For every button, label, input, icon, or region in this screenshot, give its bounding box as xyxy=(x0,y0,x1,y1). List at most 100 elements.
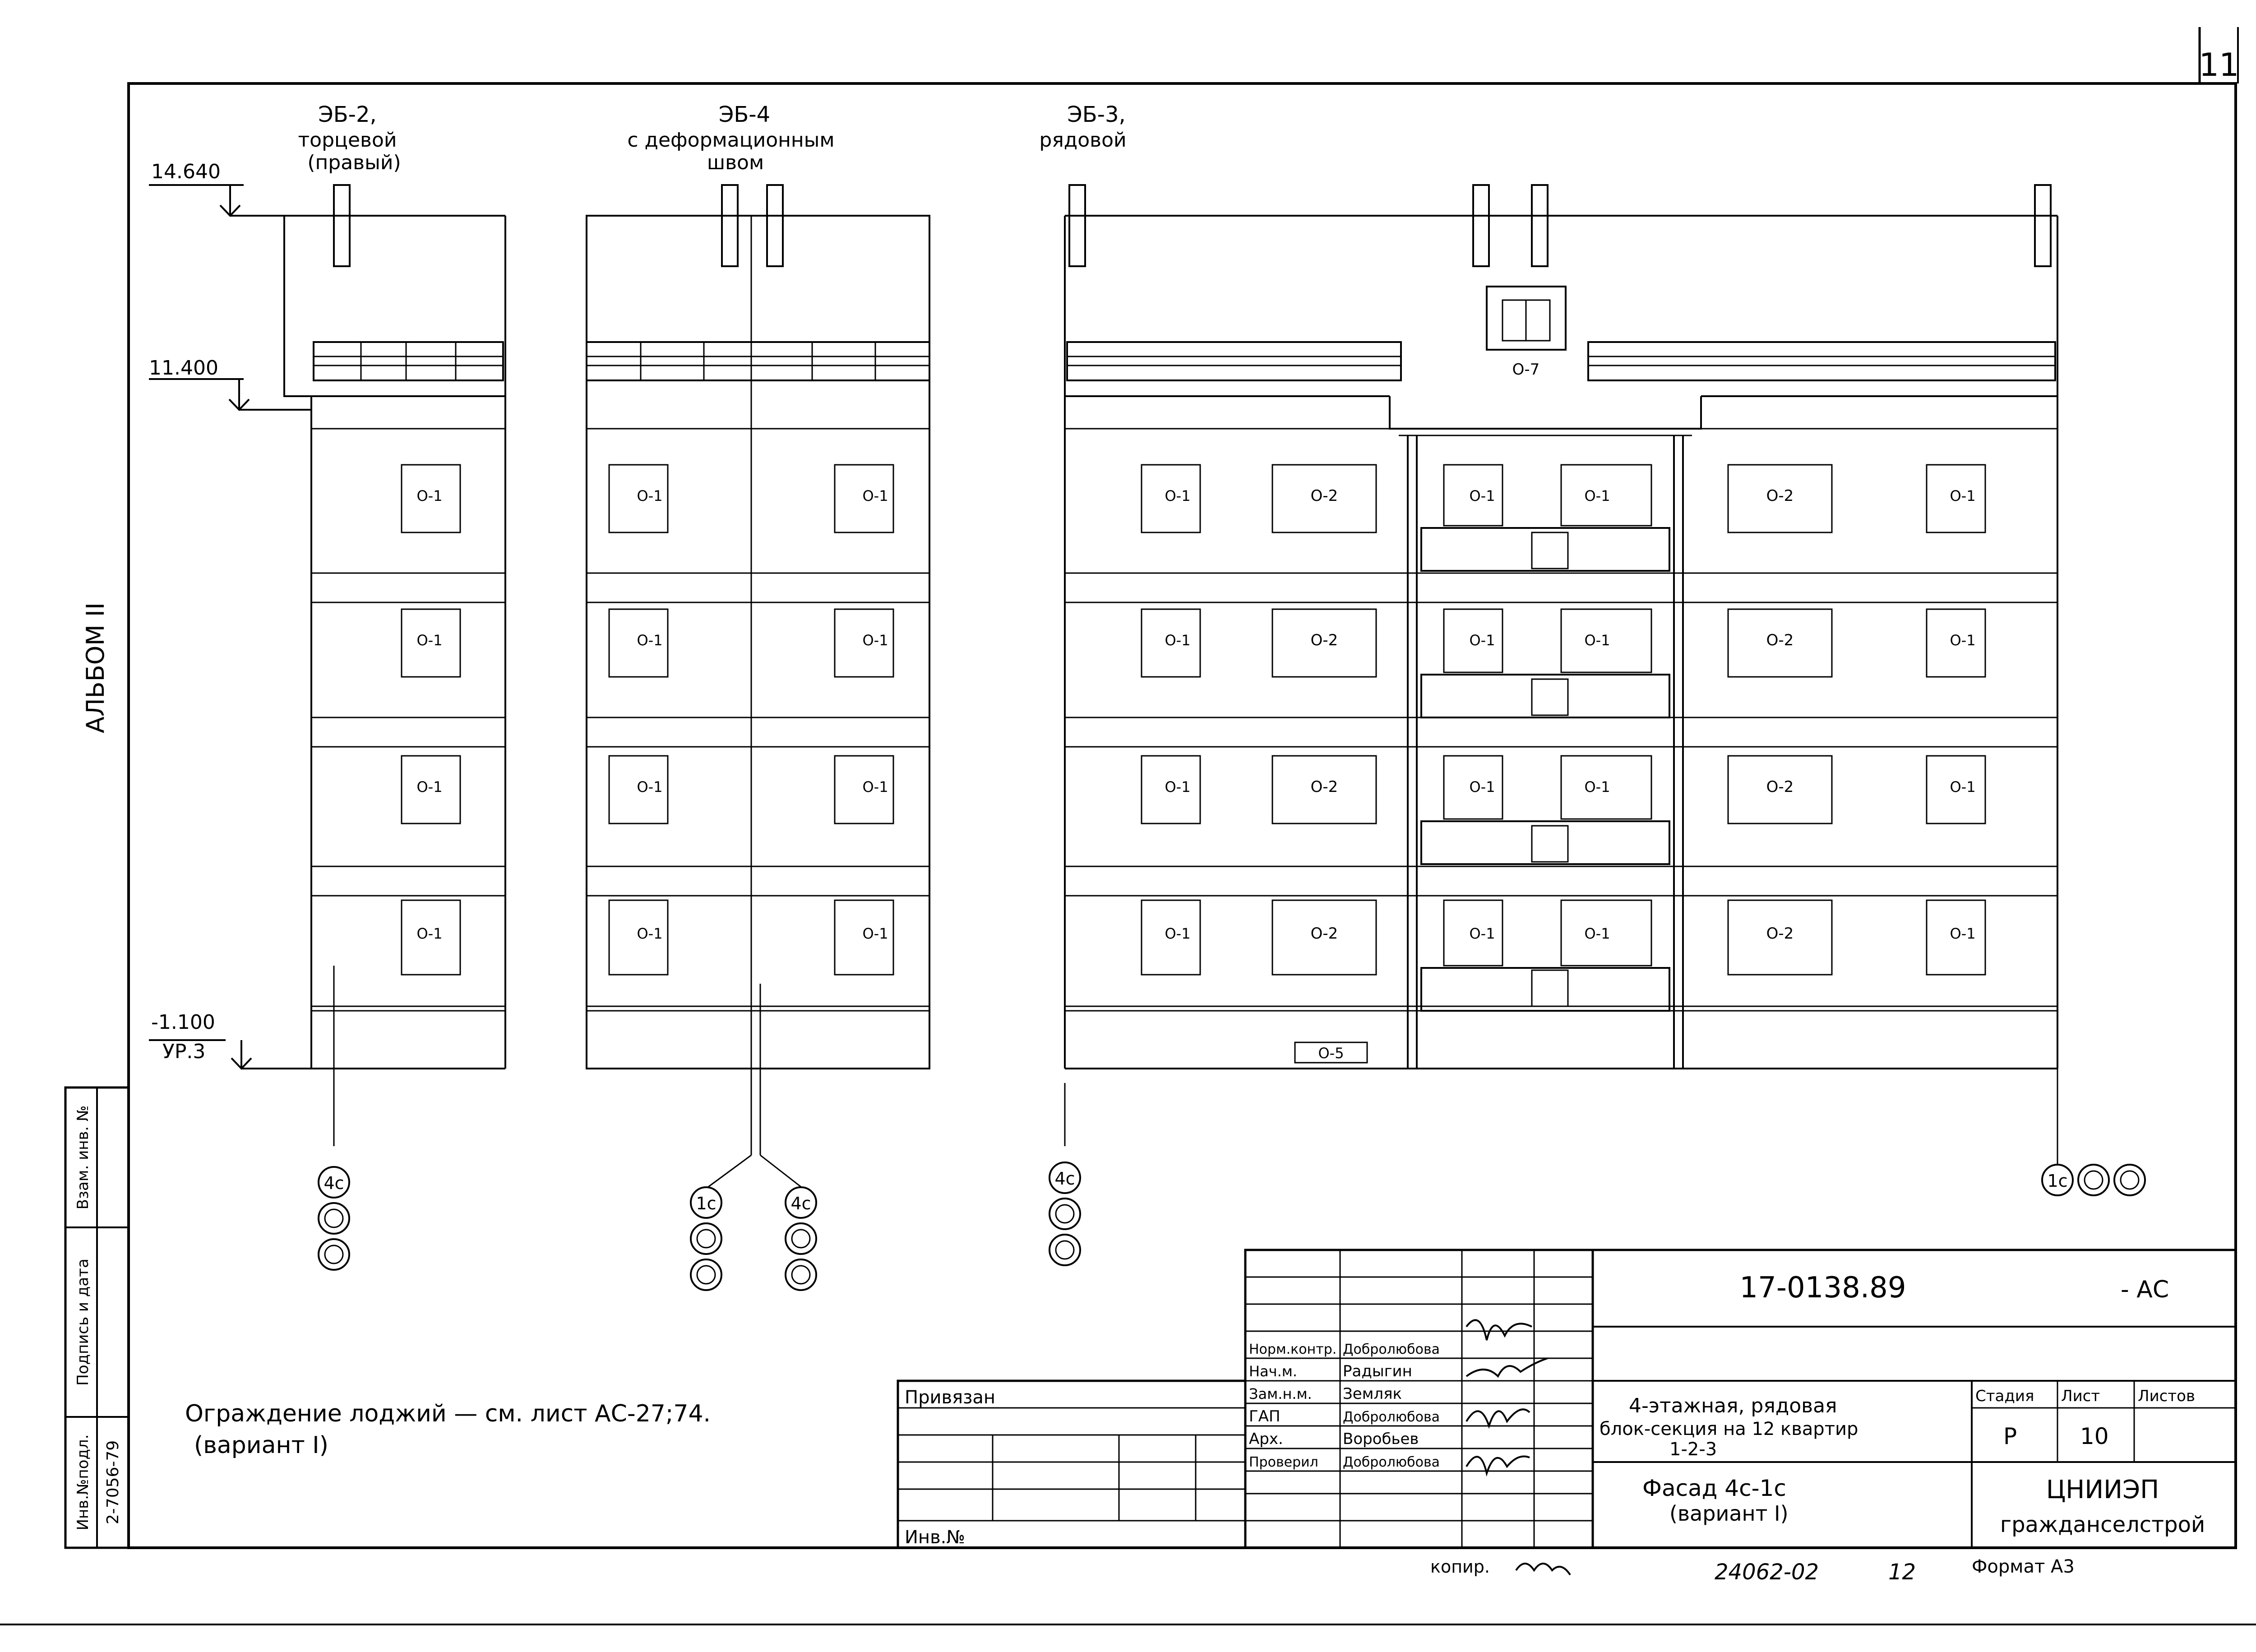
window-mark: О-1 xyxy=(1165,925,1190,942)
axis-label: 4с xyxy=(324,1173,344,1193)
sheet-title: Фасад 4с-1с xyxy=(1642,1475,1786,1501)
vzam-inv-label: Взам. инв. № xyxy=(74,1106,92,1210)
section-1-line3: (правый) xyxy=(307,151,401,174)
stage-value: Р xyxy=(2003,1423,2017,1449)
window-mark: О-2 xyxy=(1766,487,1794,505)
left-stamp: Взам. инв. № Подпись и дата Инв.№подл. 2… xyxy=(64,1086,130,1549)
role-name: Добролюбова xyxy=(1343,1342,1440,1357)
section-3-line2: рядовой xyxy=(1039,129,1126,152)
window-mark: О-1 xyxy=(1950,487,1975,504)
window-mark: О-1 xyxy=(637,632,662,649)
sheet-no-value: 10 xyxy=(2080,1423,2109,1449)
note-line-2: (вариант I) xyxy=(194,1432,328,1459)
window-mark: О-1 xyxy=(1950,778,1975,796)
window-mark: О-2 xyxy=(1311,631,1338,649)
org-name-1: ЦНИИЭП xyxy=(2046,1475,2159,1504)
role-label: Зам.н.м. xyxy=(1249,1385,1312,1402)
section-2-facade: О-1 О-1 О-1 О-1 О-1 О-1 О-1 О-1 1с 4с xyxy=(586,184,930,1291)
window-mark: О-1 xyxy=(1584,487,1610,504)
role-label: Нач.м. xyxy=(1249,1363,1297,1380)
archive-sheet: 12 xyxy=(1888,1559,1916,1585)
role-name: Добролюбова xyxy=(1343,1409,1440,1425)
signature xyxy=(1465,1408,1530,1429)
axis-label: 1с xyxy=(2047,1171,2067,1191)
desc-line-1: 4-этажная, рядовая xyxy=(1629,1394,1837,1417)
window-mark: О-2 xyxy=(1766,778,1794,796)
window-mark: О-2 xyxy=(1766,925,1794,943)
role-label: Арх. xyxy=(1249,1430,1283,1448)
role-label: ГАП xyxy=(1249,1407,1281,1425)
section-1-facade: О-1 О-1 О-1 О-1 4с xyxy=(283,184,506,1271)
level-markers: 14.640 11.400 -1.100 УР.3 xyxy=(149,160,505,1070)
level-mid: 11.400 xyxy=(149,356,218,379)
window-mark: О-1 xyxy=(1584,925,1610,942)
axis-label: 4с xyxy=(1054,1169,1075,1189)
doc-suffix: - АС xyxy=(2121,1276,2169,1303)
window-mark: О-1 xyxy=(1469,632,1495,649)
dormer-mark: О-7 xyxy=(1512,361,1540,379)
sheet-label: Лист xyxy=(2061,1387,2100,1405)
window-mark: О-1 xyxy=(862,487,888,504)
stage-label: Стадия xyxy=(1975,1387,2034,1405)
window-mark: О-1 xyxy=(637,925,662,942)
window-mark: О-1 xyxy=(862,632,888,649)
section-3-facade: О-7 xyxy=(1049,184,2146,1266)
window-mark: О-1 xyxy=(862,925,888,942)
level-ground: УР.3 xyxy=(162,1040,205,1063)
window-mark: О-1 xyxy=(862,778,888,796)
window-mark: О-1 xyxy=(1469,925,1495,942)
signature xyxy=(1465,1455,1530,1477)
window-mark: О-1 xyxy=(1469,487,1495,504)
section-1-line2: торцевой xyxy=(298,129,397,152)
page-number: 11 xyxy=(2199,46,2239,83)
role-name: Добролюбова xyxy=(1343,1454,1440,1470)
album-label: АЛЬБОМ II xyxy=(81,602,110,733)
section-1-code: ЭБ-2, xyxy=(318,102,377,127)
window-mark: О-1 xyxy=(1165,632,1190,649)
section-3-code: ЭБ-3, xyxy=(1067,102,1126,127)
role-name: Земляк xyxy=(1343,1385,1402,1403)
window-mark: О-2 xyxy=(1766,631,1794,649)
signature xyxy=(1465,1319,1532,1341)
note-line-1: Ограждение лоджий — см. лист АС-27;74. xyxy=(185,1400,711,1427)
window-mark: О-1 xyxy=(1165,487,1190,504)
archive-number: 24062-02 xyxy=(1715,1559,1819,1585)
window-mark: О-1 xyxy=(1584,632,1610,649)
window-mark: О-2 xyxy=(1311,778,1338,796)
window-mark: О-1 xyxy=(1950,632,1975,649)
inv-label: Инв.№подл. xyxy=(74,1435,92,1531)
section-2-line3: швом xyxy=(707,151,764,174)
inv-value: 2-7056-79 xyxy=(104,1440,122,1524)
inv-no-label: Инв.№ xyxy=(905,1527,965,1548)
kopir-label: копир. xyxy=(1430,1557,1490,1577)
role-label: Проверил xyxy=(1249,1454,1318,1470)
window-mark: О-1 xyxy=(1584,778,1610,796)
role-label: Норм.контр. xyxy=(1249,1342,1336,1357)
window-mark: О-1 xyxy=(416,925,442,942)
basement-window-mark: О-5 xyxy=(1318,1045,1344,1062)
sign-date-label: Подпись и дата xyxy=(74,1259,92,1386)
role-name: Радыгин xyxy=(1343,1362,1412,1380)
level-top: 14.640 xyxy=(151,160,221,183)
window-mark: О-1 xyxy=(416,778,442,796)
window-mark: О-1 xyxy=(1950,925,1975,942)
window-mark: О-1 xyxy=(637,487,662,504)
window-mark: О-1 xyxy=(637,778,662,796)
org-name-2: гражданселстрой xyxy=(2000,1512,2205,1537)
axis-label: 4с xyxy=(791,1194,811,1213)
sheets-label: Листов xyxy=(2138,1387,2195,1405)
window-mark: О-1 xyxy=(416,487,442,504)
level-bottom: -1.100 xyxy=(151,1011,215,1034)
signature xyxy=(1515,1563,1571,1576)
format-label: Формат А3 xyxy=(1972,1556,2075,1577)
window-mark: О-2 xyxy=(1311,925,1338,943)
axis-label: 1с xyxy=(696,1194,716,1213)
sheet-variant: (вариант I) xyxy=(1669,1501,1789,1526)
section-2-code: ЭБ-4 xyxy=(719,102,770,127)
title-block: Привязан Инв.№ Норм.контр. Добролюбова Н… xyxy=(897,1249,2237,1549)
section-titles: ЭБ-2, торцевой (правый) ЭБ-4 с деформаци… xyxy=(298,102,1127,174)
window-mark: О-1 xyxy=(1469,778,1495,796)
desc-line-3: 1-2-3 xyxy=(1669,1439,1717,1460)
doc-code: 17-0138.89 xyxy=(1739,1271,1906,1305)
